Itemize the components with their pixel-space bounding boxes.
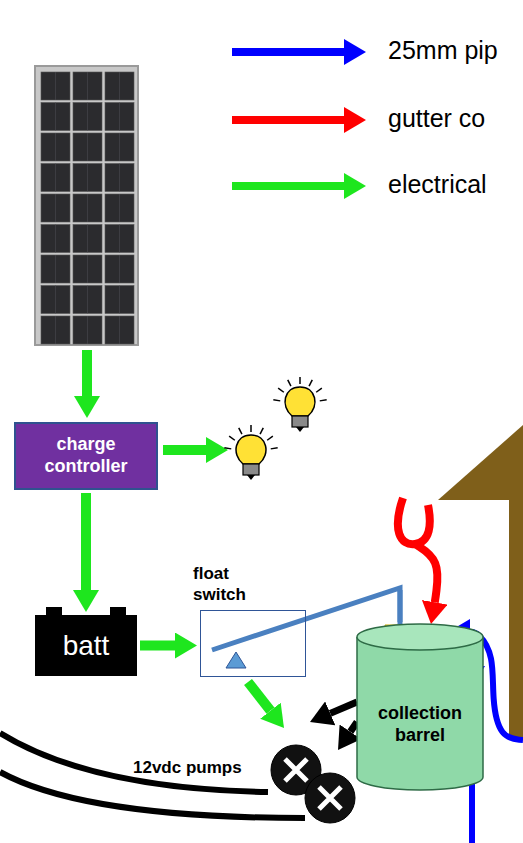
power-arrow bbox=[163, 445, 206, 455]
power-connector bbox=[140, 641, 175, 651]
component-label: 12vdc pumps bbox=[133, 758, 242, 778]
power-arrow bbox=[248, 682, 270, 711]
legend-text: 25mm pip bbox=[388, 36, 498, 65]
gutter-arrow bbox=[415, 544, 437, 602]
light-bulb bbox=[273, 377, 326, 432]
outlet-arrow bbox=[350, 722, 357, 732]
switch-box: float switch bbox=[200, 610, 306, 677]
legend-arrow bbox=[232, 48, 344, 56]
pump-symbol bbox=[305, 773, 355, 823]
float-rod bbox=[398, 590, 403, 624]
process-box: charge controller bbox=[14, 422, 158, 490]
node-heading: float switch bbox=[193, 564, 283, 605]
power-connector bbox=[81, 493, 91, 590]
solar-panel bbox=[35, 66, 138, 345]
gutter-downspout bbox=[398, 498, 430, 544]
legend-arrow bbox=[232, 116, 344, 124]
float bbox=[385, 625, 415, 640]
legend-arrow bbox=[232, 182, 344, 190]
power-arrow bbox=[82, 350, 92, 396]
legend-text: electrical bbox=[388, 170, 487, 199]
hose bbox=[0, 772, 305, 818]
node-label: charge controller bbox=[22, 434, 150, 477]
outlet-arrow bbox=[330, 702, 357, 713]
light-bulb bbox=[224, 425, 277, 480]
house-roof bbox=[438, 425, 523, 500]
node-label: batt bbox=[63, 629, 110, 663]
legend-text: gutter co bbox=[388, 104, 485, 133]
hose bbox=[0, 733, 268, 792]
node-label: collection barrel bbox=[363, 703, 477, 746]
barrel-cylinder: collection barrel bbox=[355, 622, 485, 792]
battery-box: batt bbox=[35, 615, 137, 676]
house-wall bbox=[509, 500, 523, 740]
